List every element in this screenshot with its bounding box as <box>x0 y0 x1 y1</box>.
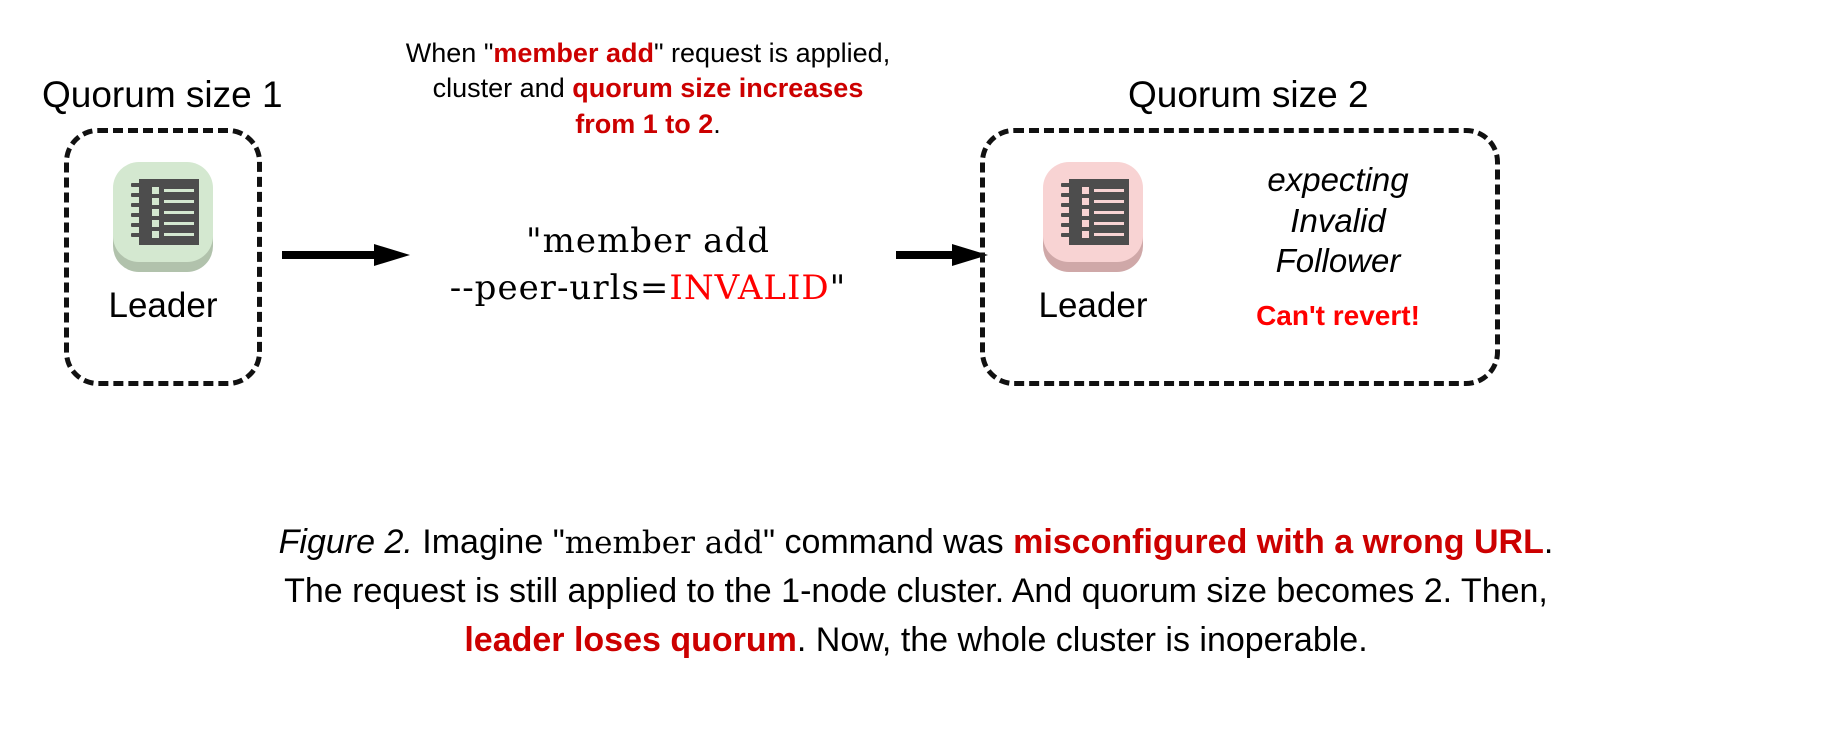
figure-caption-line-3: leader loses quorum. Now, the whole clus… <box>56 616 1776 665</box>
note-line-follower: Follower <box>1275 242 1401 280</box>
node-icon-wrapper-left <box>108 158 218 276</box>
top-caption-text-1a: When " <box>405 38 494 68</box>
arrow-right-icon-left <box>282 244 410 266</box>
quorum-size-left-heading: Quorum size 1 <box>42 74 283 115</box>
figure-caption-seg3: . <box>1543 523 1554 561</box>
command-line-1: "member add <box>526 221 770 261</box>
figure-caption-line-2: The request is still applied to the 1-no… <box>56 567 1776 616</box>
note-line-invalid: Invalid <box>1290 201 1386 239</box>
arrow-right-icon-right <box>896 244 988 266</box>
node-label-left: Leader <box>108 286 218 325</box>
right-cluster-note: expecting Invalid Follower Can't revert! <box>1190 160 1486 332</box>
quorum-size-right-heading: Quorum size 2 <box>1128 74 1369 115</box>
node-leader-right: Leader <box>1022 158 1164 323</box>
top-caption-text-2a: cluster and <box>432 73 573 104</box>
note-line-expecting: expecting <box>1267 161 1409 198</box>
node-label-right: Leader <box>1038 286 1148 325</box>
top-caption-text-1c: " request is applied, <box>653 38 891 68</box>
figure-caption: Figure 2. Imagine "member add" command w… <box>56 518 1776 665</box>
cant-revert-warning: Can't revert! <box>1256 299 1420 331</box>
ledger-icon <box>131 179 199 245</box>
top-caption-line-1: When "member add" request is applied, <box>352 36 944 71</box>
figure-caption-seg1: Imagine " <box>412 523 565 561</box>
top-caption-emph-from-1-to-2: from 1 to 2 <box>575 108 714 139</box>
figure-label: Figure 2. <box>278 523 413 561</box>
node-leader-left: Leader <box>92 158 234 323</box>
top-caption-emph-quorum-increases: quorum size increases <box>572 73 864 104</box>
top-caption-line-3: from 1 to 2. <box>352 107 944 142</box>
command-closing-quote: " <box>829 267 847 308</box>
top-explanation-caption: When "member add" request is applied, cl… <box>352 36 944 142</box>
command-invalid-value: INVALID <box>669 267 830 308</box>
figure-caption-code-member-add: member add <box>564 525 763 561</box>
command-text: "member add --peer-urls=INVALID" <box>424 218 872 312</box>
top-caption-line-2: cluster and quorum size increases <box>352 71 944 106</box>
ledger-icon <box>1061 179 1129 245</box>
figure-caption-seg4: The request is still applied to the 1-no… <box>284 571 1548 610</box>
node-icon-wrapper-right <box>1038 158 1148 276</box>
top-caption-text-3c: . <box>713 108 721 139</box>
top-caption-emph-member-add: member add <box>493 38 654 68</box>
command-line-2: --peer-urls=INVALID" <box>424 265 872 312</box>
cluster-box-right <box>980 128 1500 386</box>
figure-caption-emph-misconfigured: misconfigured with a wrong URL <box>1013 523 1544 561</box>
command-flag: --peer-urls= <box>449 267 670 308</box>
figure-caption-emph-leader-loses-quorum: leader loses quorum <box>464 620 797 659</box>
figure-caption-line-1: Figure 2. Imagine "member add" command w… <box>56 518 1776 567</box>
figure-caption-seg2: " command was <box>762 523 1014 561</box>
figure-caption-seg5: . Now, the whole cluster is inoperable. <box>796 620 1368 659</box>
cluster-box-left <box>64 128 262 386</box>
